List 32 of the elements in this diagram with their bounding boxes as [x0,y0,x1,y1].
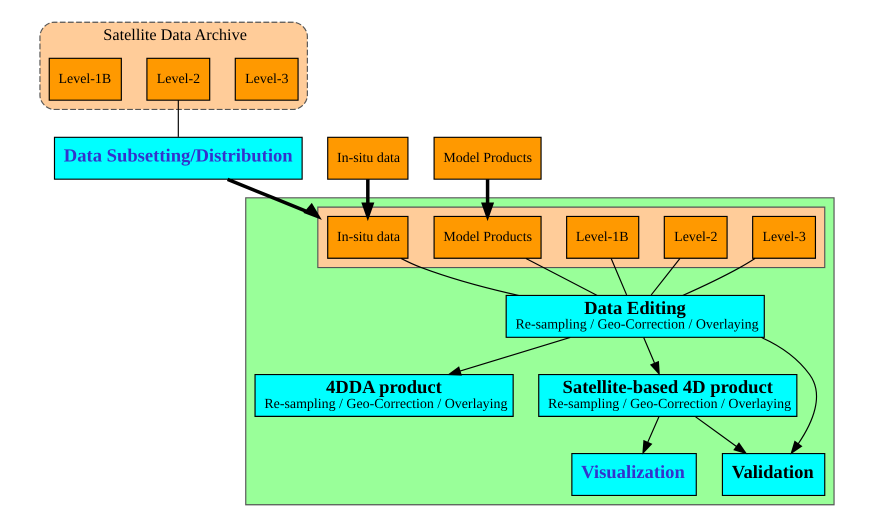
node-box: Model Products [433,216,542,259]
arrow [760,336,817,455]
connector [525,258,597,296]
node-box: In-situ data [326,136,408,180]
arrow [446,336,570,376]
node-box: Validation [721,453,825,496]
arrow [480,180,494,222]
arrow [694,416,747,454]
node-box: Level-2 [146,58,210,101]
arrow [642,416,659,455]
arrow [360,180,374,222]
connector [177,100,178,137]
connector [682,258,755,296]
arrow [226,178,322,220]
node-box: Data Editing Re-sampling / Geo-Correction / Overlaying [505,294,764,338]
node-box: 4DDA product Re-sampling / Geo-Correction / Overlaying [254,374,514,417]
node-box: Level-2 [663,216,728,259]
arrow [642,338,660,376]
node-box: Level-3 [752,216,816,259]
cluster [316,206,825,268]
connector [610,258,627,296]
node-box: Level-1B [566,216,639,259]
node-box: Data Subsetting/Distribution [53,136,302,180]
node-box: Level-1B [48,58,122,101]
node-box: Model Products [433,136,542,180]
cluster [244,197,834,506]
node-box: In-situ data [326,216,408,259]
node-box: Satellite-based 4D product Re-sampling / Geo-Correction / Overlaying [538,374,797,417]
node-box: Level-3 [234,58,298,101]
node-box: Visualization [570,453,696,496]
connector [650,258,680,296]
connector [400,258,518,296]
